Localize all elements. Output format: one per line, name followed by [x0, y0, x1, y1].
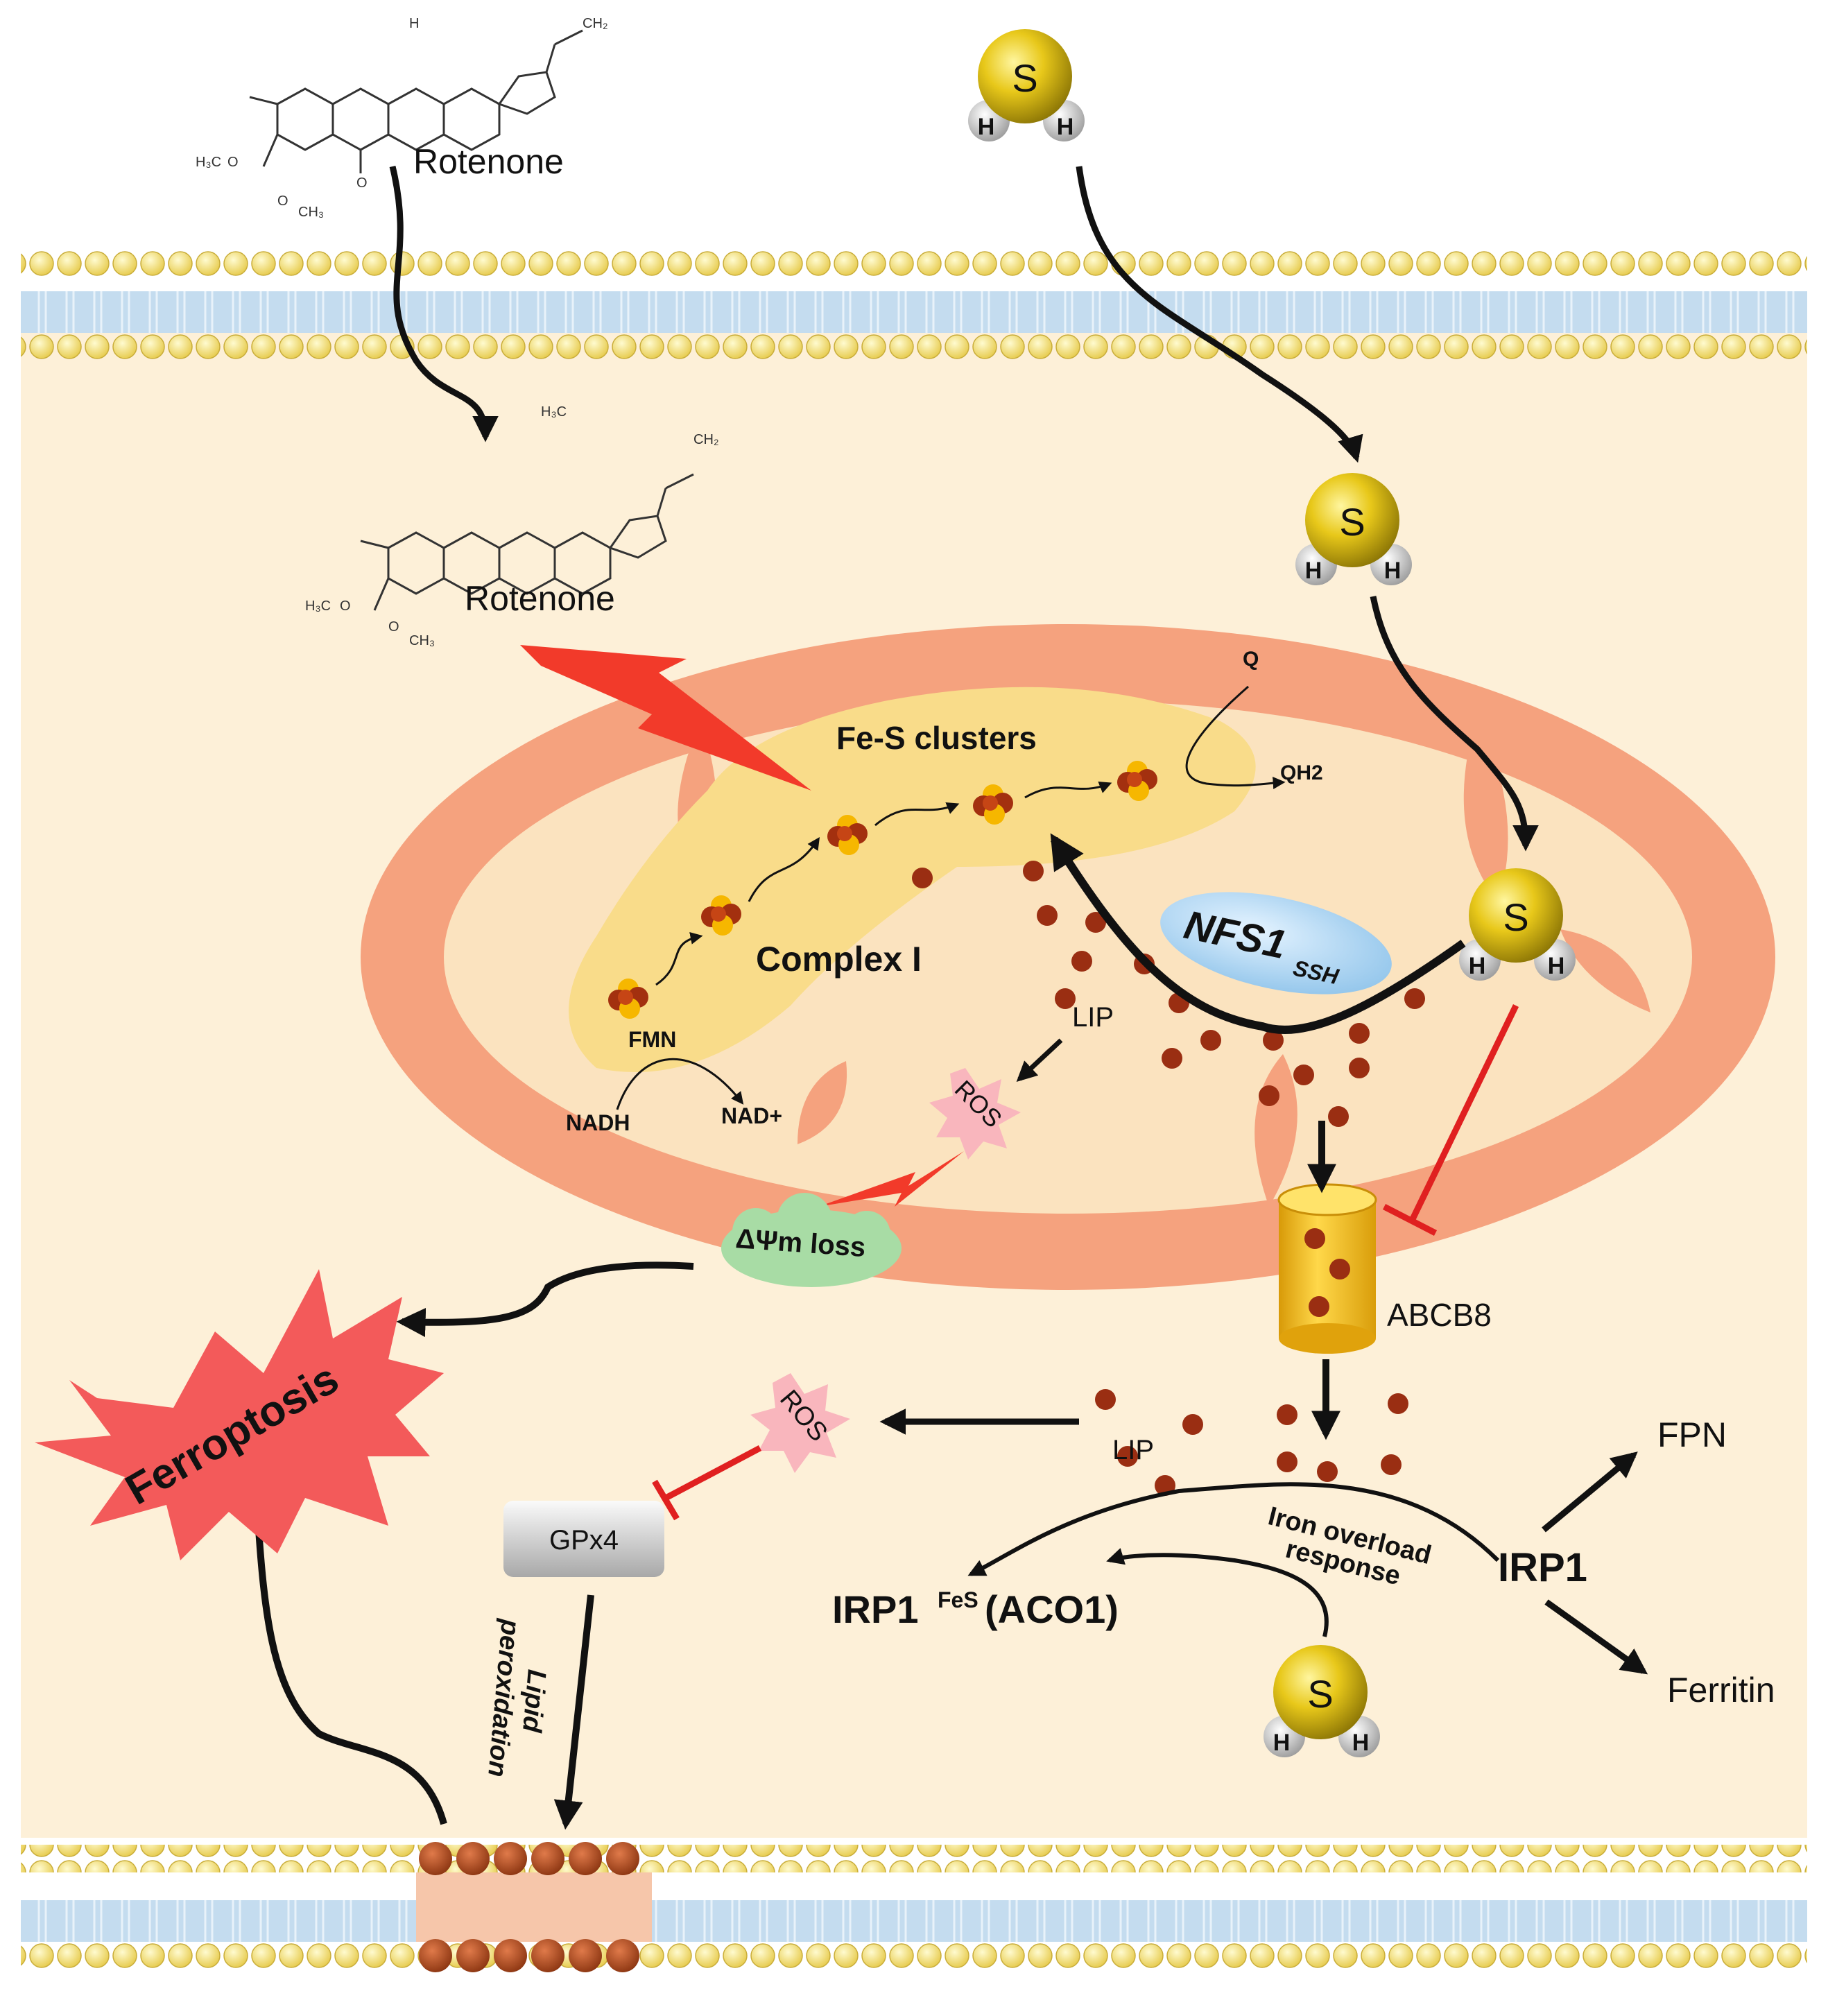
- qh2-label: QH2: [1280, 761, 1323, 784]
- q-label: Q: [1243, 648, 1259, 671]
- svg-text:H₃C: H₃C: [541, 404, 567, 420]
- fmn-label: FMN: [628, 1027, 676, 1052]
- rotenone-inhibition-lightning: [520, 645, 811, 791]
- ferroptosis-burst: [35, 1269, 444, 1560]
- svg-text:H₃C: H₃C: [305, 598, 331, 614]
- svg-text:IRP1: IRP1: [832, 1587, 919, 1631]
- ros-inhibits-gpx4: [652, 1445, 762, 1521]
- irp1-fes-aco1-label: IRP1 FeS (ACO1): [832, 1587, 1119, 1631]
- svg-text:H₃C: H₃C: [196, 155, 221, 170]
- svg-text:O: O: [356, 175, 368, 191]
- top-cell-membrane: [21, 250, 1807, 361]
- h2s-entry-arrow: [1076, 166, 1363, 463]
- cytosolic-ros-burst: [750, 1373, 850, 1473]
- mito-ros-burst: [929, 1068, 1021, 1160]
- mito-lip-label: LIP: [1072, 1002, 1114, 1033]
- rotenone-structure-inside-atoms: H₃C O O CH₃ H₃C CH₂: [305, 404, 719, 648]
- bottom-cell-membrane: [21, 1845, 1807, 1970]
- h2s-to-aco1-arrow: [1106, 1548, 1329, 1637]
- nad-plus-label: NAD+: [721, 1103, 782, 1128]
- h2s-mito-entry-arrow: [1370, 596, 1539, 852]
- svg-text:O: O: [388, 619, 399, 635]
- nadh-oxidation-arrow: [616, 1058, 744, 1110]
- gpx4-label: GPx4: [549, 1525, 619, 1556]
- h2s-inhibits-abcb8: [1382, 1004, 1519, 1237]
- svg-text:Lipid: Lipid: [517, 1669, 551, 1734]
- electron-transfer-arrow-3: [874, 802, 960, 827]
- svg-text:(ACO1): (ACO1): [985, 1587, 1119, 1631]
- gpx4-to-lipid-peroxidation-arrow: [553, 1594, 594, 1830]
- svg-text:CH₃: CH₃: [409, 633, 435, 648]
- nfs1-enzyme: [1160, 892, 1392, 994]
- rotenone-structure-outside-atoms: H₃C O O CH₃ O H CH₂: [196, 16, 608, 220]
- svg-text:O: O: [227, 155, 239, 170]
- mito-lip-to-ros-arrow: [1016, 1038, 1063, 1083]
- svg-text:CH₃: CH₃: [298, 205, 324, 220]
- lipid-damage-to-ferroptosis-arrow: [243, 1492, 447, 1825]
- gpx4-box: [503, 1501, 664, 1577]
- rotenone-structure-outside: [249, 29, 583, 173]
- svg-text:CH₂: CH₂: [583, 16, 608, 31]
- cytosolic-labile-iron-pool: [1095, 1389, 1408, 1496]
- abcb8-label: ABCB8: [1387, 1297, 1492, 1333]
- cytosolic-lip-label: LIP: [1112, 1435, 1154, 1465]
- psi-loss-to-ferroptosis-arrow: [396, 1261, 694, 1337]
- q-reduction-arrow: [1185, 685, 1286, 789]
- abcb8-transporter: [1277, 1183, 1377, 1354]
- electron-transfer-arrow-1: [655, 932, 703, 986]
- svg-text:CH₂: CH₂: [693, 432, 719, 447]
- rotenone-label-outside: Rotenone: [413, 142, 564, 181]
- svg-text:O: O: [340, 598, 351, 614]
- svg-text:O: O: [277, 193, 288, 209]
- rotenone-label-inside: Rotenone: [465, 579, 615, 618]
- svg-text:FeS: FeS: [938, 1587, 978, 1612]
- electron-transfer-arrow-2: [748, 837, 820, 902]
- irp1-to-ferritin-arrow: [1544, 1599, 1648, 1675]
- electron-transfer-arrow-4: [1024, 781, 1112, 799]
- oxidized-lipid-patch: [416, 1842, 652, 1972]
- ferritin-label: Ferritin: [1667, 1671, 1775, 1709]
- fes-clusters-label: Fe-S clusters: [836, 720, 1037, 756]
- rotenone-entry-arrow: [389, 165, 499, 442]
- delta-psi-loss-cloud: [721, 1193, 902, 1287]
- svg-text:H: H: [409, 16, 419, 31]
- nadh-label: NADH: [566, 1110, 630, 1135]
- nfs1-sulfur-transfer-arrow: [1050, 833, 1466, 1034]
- complex-i-label: Complex I: [756, 940, 922, 979]
- lipid-peroxidation-label: Lipid peroxidation: [482, 1617, 551, 1778]
- irp1-to-aco1-iron-arrow: [967, 1482, 1500, 1576]
- irp1-to-fpn-arrow: [1542, 1451, 1638, 1533]
- irp1-label: IRP1: [1498, 1545, 1587, 1590]
- rotenone-structure-inside: [360, 473, 694, 611]
- mito-labile-iron-pool: [912, 861, 1425, 1127]
- fpn-label: FPN: [1657, 1415, 1727, 1454]
- h2s-molecule-extracellular: [968, 29, 1085, 141]
